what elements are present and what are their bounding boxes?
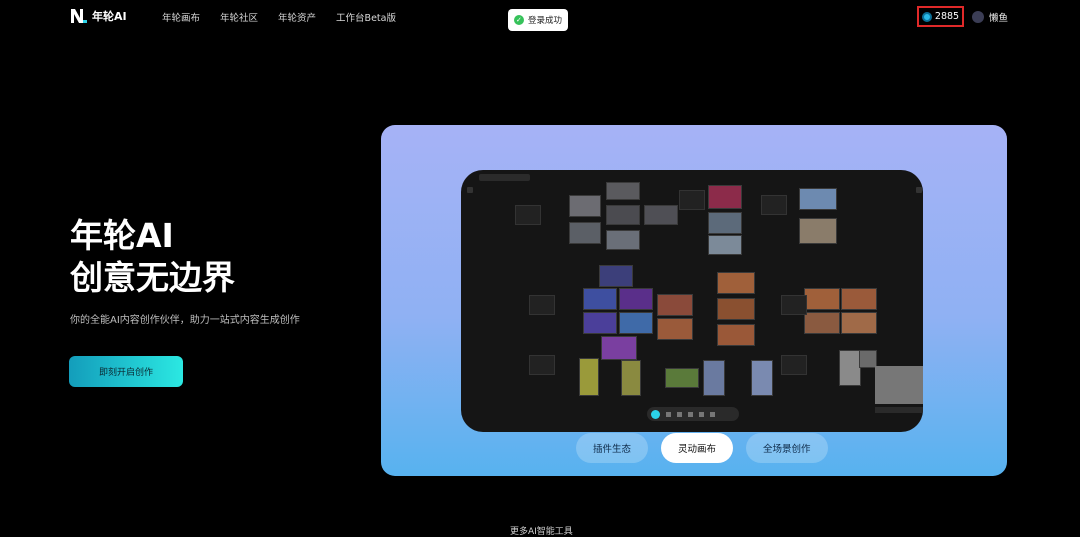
hero-subtitle: 你的全能AI内容创作伙伴，助力一站式内容生成创作 xyxy=(70,315,300,326)
preview-thumbnail xyxy=(703,360,725,396)
preview-thumbnail xyxy=(657,294,693,316)
brand-logo[interactable]: 年轮AI xyxy=(70,8,127,24)
preview-thumbnail xyxy=(606,205,640,225)
top-navbar: 年轮AI 年轮画布 年轮社区 年轮资产 工作台Beta版 ✓ 登录成功 2885… xyxy=(0,0,1080,34)
username: 懒鱼 xyxy=(989,13,1009,24)
credits-balance[interactable]: 2885 xyxy=(917,6,964,27)
preview-node xyxy=(781,295,807,315)
preview-thumbnail xyxy=(804,312,840,334)
preview-thumbnail xyxy=(717,298,755,320)
preview-thumbnail xyxy=(579,358,599,396)
preview-thumbnail xyxy=(601,336,637,360)
preview-thumbnail xyxy=(839,350,861,386)
preview-node xyxy=(529,295,555,315)
preview-thumbnail xyxy=(621,360,641,396)
canvas-preview-image xyxy=(461,170,923,432)
preview-thumbnail xyxy=(569,195,601,217)
preview-thumbnail xyxy=(657,318,693,340)
nav-item-canvas[interactable]: 年轮画布 xyxy=(162,13,201,24)
preview-thumbnail xyxy=(644,205,678,225)
preview-zoom-bar xyxy=(875,407,923,413)
nav-links: 年轮画布 年轮社区 年轮资产 工作台Beta版 xyxy=(162,10,396,24)
hero-title: 年轮AI 创意无边界 xyxy=(70,215,235,299)
section-heading: 更多AI智能工具 xyxy=(510,527,573,537)
preview-thumbnail xyxy=(717,324,755,346)
check-icon: ✓ xyxy=(513,15,524,25)
nav-item-community[interactable]: 年轮社区 xyxy=(220,13,259,24)
preview-thumbnail xyxy=(583,312,617,334)
preview-thumbnail xyxy=(841,312,877,334)
login-success-toast: ✓ 登录成功 xyxy=(508,9,568,31)
preview-thumbnail xyxy=(708,185,742,209)
preview-thumbnail xyxy=(569,222,601,244)
showcase-panel: 插件生态 灵动画布 全场景创作 xyxy=(381,125,1007,476)
toast-text: 登录成功 xyxy=(527,16,562,26)
preview-settings-icon xyxy=(916,187,922,193)
tab-dynamic-canvas[interactable]: 灵动画布 xyxy=(661,433,734,463)
preview-node xyxy=(529,355,555,375)
coin-icon xyxy=(921,11,932,22)
preview-thumbnail xyxy=(804,288,840,310)
nav-item-assets[interactable]: 年轮资产 xyxy=(278,13,317,24)
preview-node xyxy=(781,355,807,375)
credits-value: 2885 xyxy=(934,11,960,22)
brand-name: 年轮AI xyxy=(92,10,127,23)
preview-thumbnail xyxy=(751,360,773,396)
user-menu[interactable]: 懒鱼 xyxy=(972,10,1008,24)
brand-logo-icon xyxy=(71,9,87,23)
preview-thumbnail xyxy=(606,182,640,200)
preview-node xyxy=(761,195,787,215)
preview-thumbnail xyxy=(708,212,742,234)
preview-thumbnail xyxy=(859,350,877,368)
hero-title-line2: 创意无边界 xyxy=(70,258,235,297)
preview-minimap xyxy=(875,366,923,404)
preview-thumbnail xyxy=(799,218,837,244)
preview-thumbnail xyxy=(708,235,742,255)
preview-thumbnail xyxy=(841,288,877,310)
showcase-tabs: 插件生态 灵动画布 全场景创作 xyxy=(576,433,828,463)
nav-item-workbench[interactable]: 工作台Beta版 xyxy=(336,13,396,24)
preview-node xyxy=(515,205,541,225)
preview-project-title xyxy=(479,174,530,181)
preview-thumbnail xyxy=(799,188,837,210)
preview-node xyxy=(679,190,705,210)
hero-title-line1: 年轮AI xyxy=(70,216,174,255)
preview-thumbnail xyxy=(619,288,653,310)
preview-toolbar xyxy=(647,407,739,421)
tab-plugin-ecosystem[interactable]: 插件生态 xyxy=(576,433,649,463)
avatar xyxy=(972,11,984,23)
preview-thumbnail xyxy=(606,230,640,250)
preview-menu-icon xyxy=(467,187,473,193)
preview-thumbnail xyxy=(599,265,633,287)
preview-thumbnail xyxy=(717,272,755,294)
tab-all-scene-creation[interactable]: 全场景创作 xyxy=(746,433,828,463)
start-creating-button[interactable]: 即刻开启创作 xyxy=(69,356,183,387)
preview-thumbnail xyxy=(619,312,653,334)
preview-thumbnail xyxy=(583,288,617,310)
preview-thumbnail xyxy=(665,368,699,388)
